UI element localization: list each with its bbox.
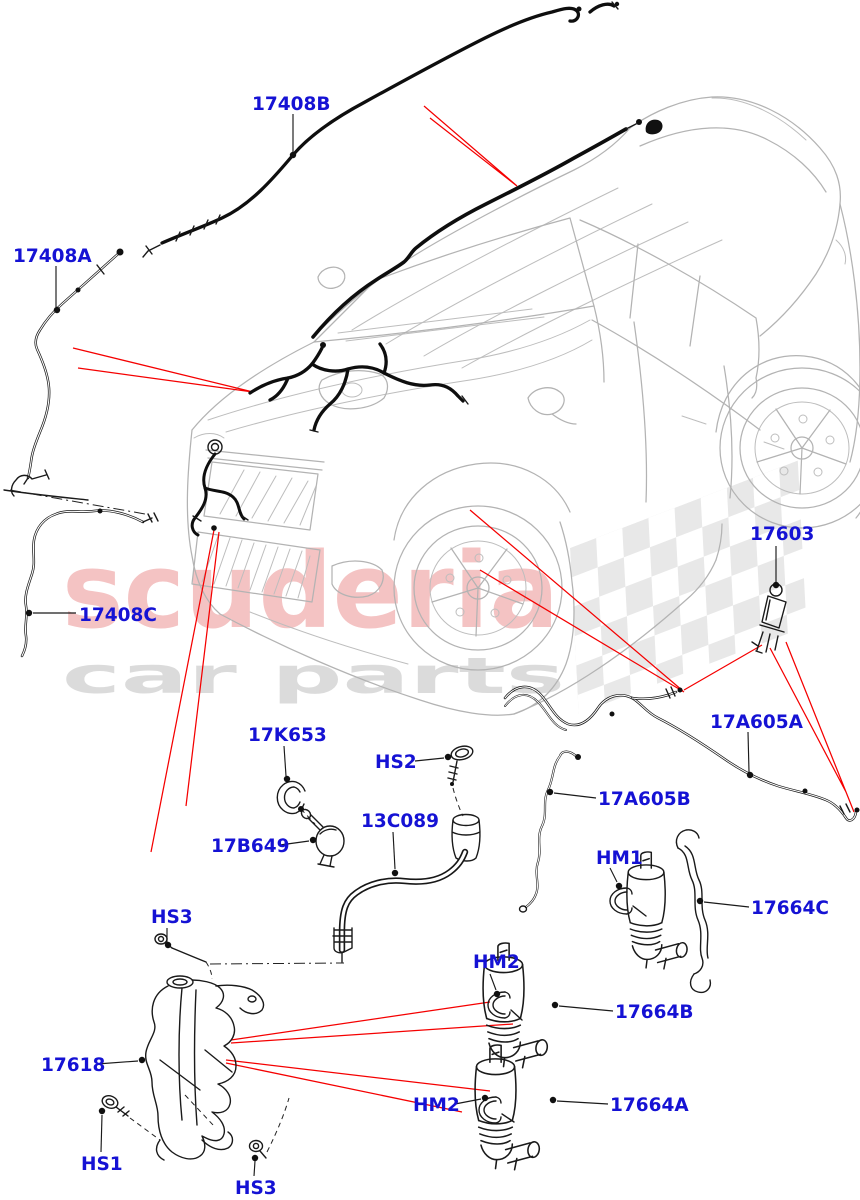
part-HM2-grommet-lower — [478, 1096, 502, 1124]
part-17K653-seal-ring — [276, 780, 316, 825]
callout-17A605B: 17A605B — [598, 789, 691, 810]
callout-HS3-upper: HS3 — [151, 907, 193, 928]
part-HS3-screw-upper — [154, 933, 213, 980]
part-HS1-screw — [101, 1095, 161, 1141]
callout-HM1: HM1 — [596, 848, 643, 869]
callout-13C089: 13C089 — [361, 811, 439, 832]
part-HS2-screw — [447, 745, 474, 817]
part-17664C-bracket — [675, 829, 712, 994]
door-mirror-left — [317, 266, 346, 290]
washer-parts — [3, 1, 860, 1171]
part-HM1-grommet — [609, 887, 633, 915]
callout-HS2: HS2 — [375, 752, 417, 773]
part-17A605B-washer-hose — [518, 750, 581, 913]
headlight — [318, 370, 389, 410]
part-17408B-rear-washer-hose — [142, 1, 620, 258]
part-17B649-valve — [298, 806, 345, 868]
callout-HS1: HS1 — [81, 1154, 123, 1175]
callout-17K653: 17K653 — [248, 725, 327, 746]
ref-line-reservoir — [209, 962, 345, 965]
callout-17408C: 17408C — [79, 605, 157, 626]
red-locator-lines — [72, 105, 855, 1113]
vehicle-illustration — [186, 96, 860, 716]
part-17408C-washer-hose — [20, 508, 159, 658]
front-wheel — [393, 505, 563, 671]
callout-labels: 17408B 17408A 17408C 17603 17A605A 17A60… — [13, 94, 829, 1199]
callout-17408A: 17408A — [13, 246, 92, 267]
callout-HM2-upper: HM2 — [473, 952, 520, 973]
ref-line-hood — [9, 489, 146, 515]
callout-17664C: 17664C — [751, 898, 829, 919]
part-HS3-screw-lower — [248, 1097, 290, 1159]
callout-17664B: 17664B — [615, 1002, 693, 1023]
callout-17603: 17603 — [750, 524, 814, 545]
rear-washer-jet — [645, 119, 663, 135]
callout-HS3-lower: HS3 — [235, 1178, 277, 1199]
part-13C089-filler-hose — [332, 813, 481, 963]
cowl-washer-harness — [248, 342, 469, 433]
callout-HM2-lower: HM2 — [413, 1095, 460, 1116]
part-17A605A-washer-hose — [503, 685, 860, 822]
fog-lamp — [331, 560, 384, 598]
watermark: scuderia car parts — [62, 460, 807, 714]
callout-17664A: 17664A — [610, 1095, 689, 1116]
watermark-secondary: car parts — [62, 647, 565, 705]
part-17618-washer-reservoir — [144, 975, 265, 1161]
bumper-washer-harness — [190, 439, 249, 537]
part-17408A-washer-hose — [3, 248, 124, 501]
door-mirror-right — [527, 387, 577, 425]
bumper-grille — [191, 531, 321, 603]
grille — [203, 449, 325, 531]
callout-17618: 17618 — [41, 1055, 105, 1076]
callout-17A605A: 17A605A — [710, 712, 804, 733]
part-17664C-washer-pump — [626, 851, 689, 970]
callout-leaders — [25, 114, 780, 1177]
roof-washer-hose — [311, 119, 663, 339]
checkered-flag-watermark — [570, 460, 807, 714]
callout-17408B: 17408B — [252, 94, 330, 115]
grommet-links — [501, 905, 647, 1123]
rear-wheel — [719, 367, 860, 529]
callout-17B649: 17B649 — [211, 836, 289, 857]
